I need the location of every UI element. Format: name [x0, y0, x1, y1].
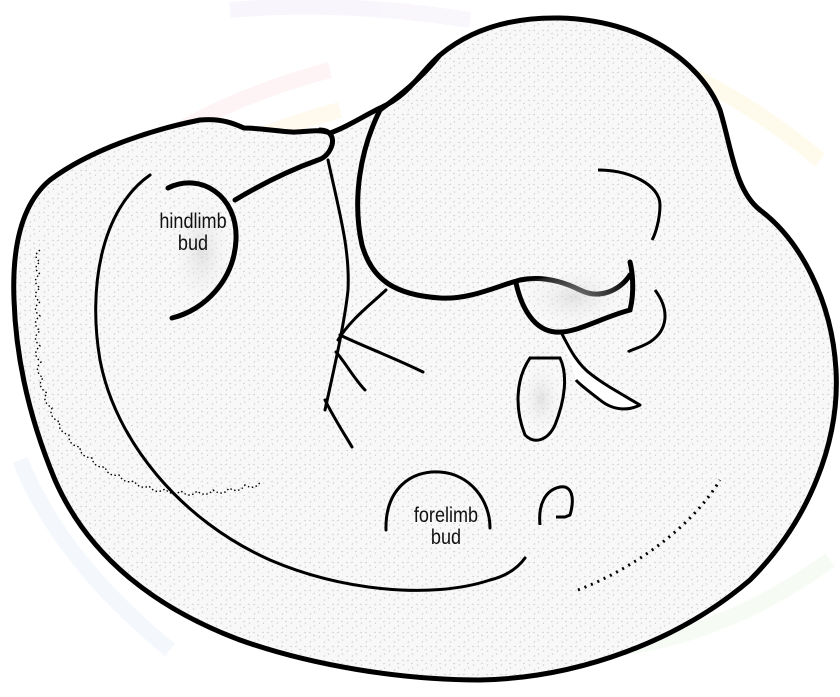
forelimb-label-line1: forelimb — [406, 505, 485, 527]
forelimb-bud-label: forelimb bud — [406, 505, 485, 549]
hindlimb-label-line2: bud — [153, 233, 232, 255]
hindlimb-label-line1: hindlimb — [153, 211, 232, 233]
hindlimb-bud-label: hindlimb bud — [153, 211, 232, 255]
embryo-body-outline — [14, 18, 837, 680]
forelimb-label-line2: bud — [406, 527, 485, 549]
